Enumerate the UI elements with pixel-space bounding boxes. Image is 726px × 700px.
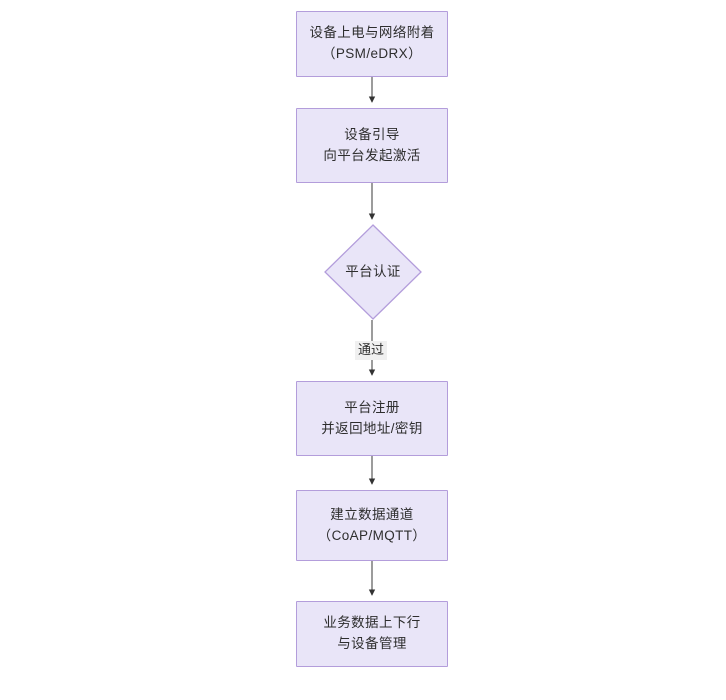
node-label-establish-data-channel: 建立数据通道 （CoAP/MQTT）: [317, 506, 427, 543]
node-device-bootstrap[interactable]: 设备引导 向平台发起激活: [296, 108, 448, 183]
edge-label-pass-text: 通过: [358, 342, 385, 357]
node-platform-auth-decision[interactable]: 平台认证: [324, 224, 422, 320]
node-label-device-bootstrap: 设备引导 向平台发起激活: [323, 126, 421, 163]
node-label-platform-register: 平台注册 并返回地址/密钥: [321, 399, 423, 436]
node-label-device-power-on: 设备上电与网络附着 （PSM/eDRX）: [309, 25, 435, 61]
node-label-platform-auth: 平台认证: [345, 263, 401, 279]
node-business-data-and-device-mgmt[interactable]: 业务数据上下行 与设备管理: [296, 601, 448, 667]
node-platform-register[interactable]: 平台注册 并返回地址/密钥: [296, 381, 448, 456]
node-label-business-data-and-device-mgmt: 业务数据上下行 与设备管理: [323, 615, 421, 651]
node-device-power-on[interactable]: 设备上电与网络附着 （PSM/eDRX）: [296, 11, 448, 77]
edge-label-pass: 通过: [355, 341, 388, 360]
diamond-shape-icon: [324, 224, 422, 320]
node-establish-data-channel[interactable]: 建立数据通道 （CoAP/MQTT）: [296, 490, 448, 561]
